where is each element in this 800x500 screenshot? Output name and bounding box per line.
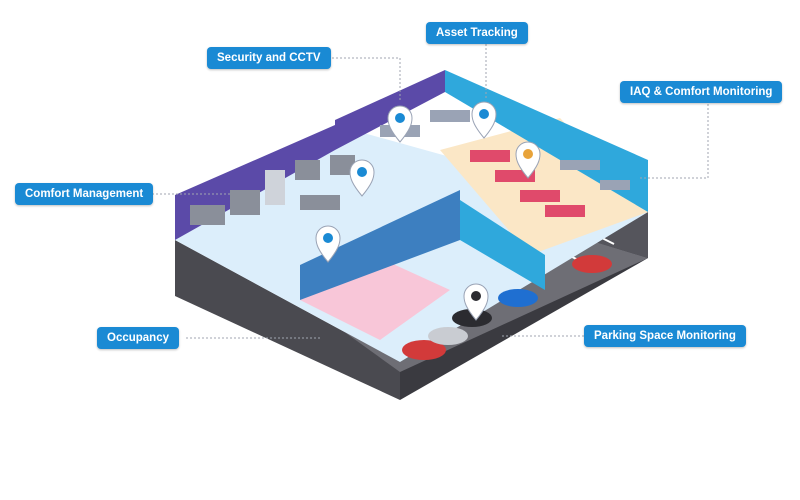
label-occupancy: Occupancy (97, 327, 179, 349)
location-pin-icon (349, 159, 375, 197)
connector-lines (152, 44, 709, 339)
label-security-cctv: Security and CCTV (207, 47, 331, 69)
wall-back-purple (335, 70, 445, 150)
label-parking-space-monitoring: Parking Space Monitoring (584, 325, 746, 347)
label-iaq-comfort-monitoring: IAQ & Comfort Monitoring (620, 81, 783, 103)
wall-back-blue (445, 70, 648, 212)
location-pin-icon (387, 105, 413, 143)
location-pin-icon (315, 225, 341, 263)
label-asset-tracking: Asset Tracking (426, 22, 528, 44)
wall-partition-blue (460, 200, 545, 290)
wall-partition-purple (300, 190, 460, 300)
label-comfort-management: Comfort Management (15, 183, 154, 205)
appliances (190, 155, 355, 225)
floor-pink (300, 258, 450, 340)
location-pin-icon (463, 283, 489, 321)
shelving (380, 110, 630, 217)
base-left-side (175, 240, 400, 400)
location-pin-icon (515, 141, 541, 179)
location-pin-icon (471, 101, 497, 139)
cars (402, 255, 612, 360)
